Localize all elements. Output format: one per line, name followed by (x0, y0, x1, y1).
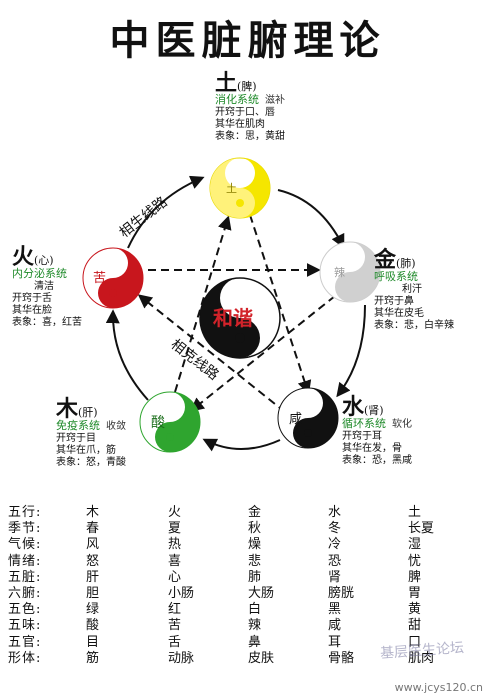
earth-system: 消化系统 (215, 93, 259, 106)
metal-line-2: 其华在皮毛 (374, 308, 424, 319)
metal-line-1: 开窍于鼻 (374, 296, 414, 307)
earth-system-note: 滋补 (265, 95, 285, 106)
table-row: 五脏:肝心肺肾脾 (8, 569, 422, 585)
wood-organ: (肝) (78, 406, 98, 419)
earth-info: 土(脾) 消化系统滋补 开窍于口、唇 其华在肌肉 表象：思，黄甜 (215, 73, 285, 143)
svg-text:酸: 酸 (151, 415, 165, 431)
fire-system-note: 清洁 (34, 281, 54, 292)
metal-info: 金(肺) 呼吸系统 利汗 开窍于鼻 其华在皮毛 表象：悲，白辛辣 (374, 250, 454, 332)
fire-name: 火 (12, 245, 35, 270)
correspondence-table: 五行:木火金水土 季节:春夏秋冬长夏 气候:风热燥冷湿 情绪:怒喜悲恐忧 五脏:… (8, 505, 488, 667)
earth-organ: (脾) (237, 80, 257, 93)
water-info: 水(肾) 循环系统软化 开窍于耳 其华在发，骨 表象：恐，黑咸 (342, 397, 412, 467)
water-system: 循环系统 (342, 417, 386, 430)
controlling-arrow-wood-earth (174, 215, 232, 393)
yinyang-center (199, 277, 281, 359)
wood-system: 免疫系统 (56, 419, 100, 432)
yinyang-wood: 酸 (139, 391, 201, 453)
water-line-3: 表象：恐，黑咸 (342, 455, 412, 466)
controlling-arrow-earth-water (249, 214, 312, 395)
generating-arrow-water-wood (202, 438, 281, 452)
table-row: 五官:目舌鼻耳口 (8, 634, 422, 650)
metal-line-3: 表象：悲，白辛辣 (374, 320, 454, 331)
controlling-arrow-water-fire (137, 294, 286, 413)
earth-name: 土 (215, 71, 238, 96)
wood-system-note: 收敛 (106, 421, 126, 432)
fire-info: 火(心) 内分泌系统 清洁 开窍于舌 其华在脸 表象：喜，红苦 (12, 247, 82, 329)
water-system-note: 软化 (392, 419, 412, 430)
generating-arrow-fire-earth (127, 175, 205, 249)
water-name: 水 (342, 395, 365, 420)
generating-arrow-wood-fire (105, 309, 149, 401)
generating-arrow-earth-metal (277, 189, 345, 249)
table-row: 五色:绿红白黑黄 (8, 602, 422, 618)
center-label: 和谐 (213, 306, 253, 330)
water-line-2: 其华在发，骨 (342, 443, 402, 454)
wood-name: 木 (56, 397, 79, 422)
water-organ: (肾) (364, 404, 384, 417)
wood-line-1: 开窍于目 (56, 433, 96, 444)
table-row: 形体:筋动脉皮肤骨骼肌肉 (8, 650, 435, 666)
table-row: 五味:酸苦辣咸甜 (8, 618, 422, 634)
table-row: 情绪:怒喜悲恐忧 (8, 553, 422, 569)
svg-text:苦: 苦 (93, 270, 106, 286)
table-row: 气候:风热燥冷湿 (8, 537, 422, 553)
generating-arrow-metal-water (336, 304, 366, 398)
controlling-arrow-metal-wood (189, 295, 336, 412)
metal-system-note: 利汗 (402, 284, 422, 295)
earth-line-1: 开窍于口、唇 (215, 107, 275, 118)
water-line-1: 开窍于耳 (342, 431, 382, 442)
five-elements-diagram: 相生线路 相克线路 土 辣 咸 酸 苦 (82, 157, 381, 453)
metal-name: 金 (374, 248, 397, 273)
wood-line-3: 表象：怒，青酸 (56, 457, 126, 468)
earth-line-2: 其华在肌肉 (215, 119, 265, 130)
svg-text:土: 土 (226, 182, 237, 195)
fire-system: 内分泌系统 (12, 267, 67, 280)
svg-text:咸: 咸 (289, 412, 302, 427)
yinyang-metal: 辣 (319, 241, 381, 303)
yinyang-fire: 苦 (82, 247, 144, 309)
fire-line-1: 开窍于舌 (12, 293, 52, 304)
wood-info: 木(肝) 免疫系统收敛 开窍于目 其华在爪，筋 表象：怒，青酸 (56, 399, 126, 469)
generating-path-label: 相生线路 (117, 194, 171, 241)
site-watermark: www.jcys120.cn (394, 681, 483, 694)
fire-line-3: 表象：喜，红苦 (12, 317, 82, 328)
yinyang-earth: 土 (209, 157, 271, 219)
table-row: 五行:木火金水土 (8, 505, 422, 520)
wood-line-2: 其华在爪，筋 (56, 445, 116, 456)
fire-organ: (心) (34, 254, 54, 267)
earth-line-3: 表象：思，黄甜 (215, 131, 285, 142)
yinyang-water: 咸 (277, 387, 339, 449)
svg-text:辣: 辣 (334, 265, 345, 279)
table-row: 季节:春夏秋冬长夏 (8, 521, 435, 537)
table-row: 六腑:胆小肠大肠膀胱胃 (8, 585, 422, 601)
metal-organ: (肺) (396, 257, 416, 270)
metal-system: 呼吸系统 (374, 270, 418, 283)
fire-line-2: 其华在脸 (12, 305, 52, 316)
page-title: 中医脏腑理论 (109, 18, 386, 64)
